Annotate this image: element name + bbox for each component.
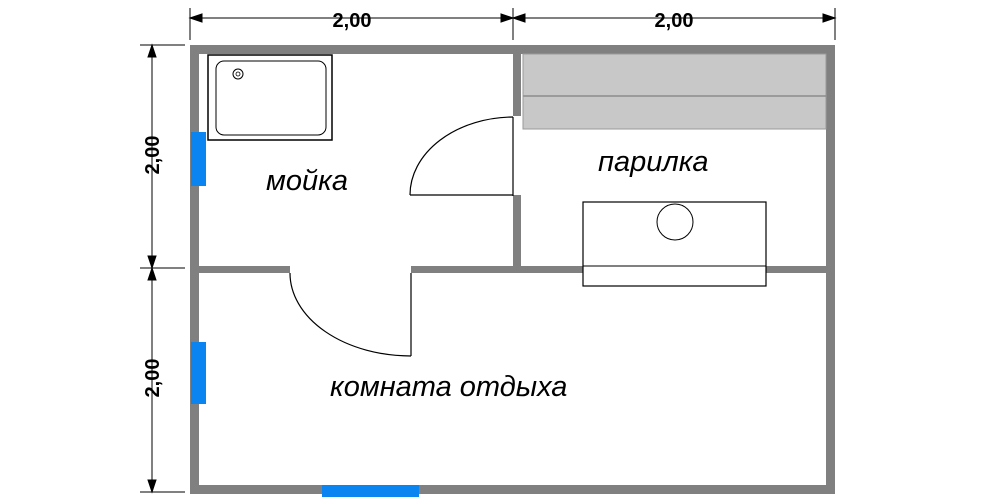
windows [191, 132, 419, 497]
room-label-steam-room: парилка [598, 146, 709, 178]
outer-wall-bottom [190, 485, 835, 494]
room-label-rest-room: комната отдыха [330, 371, 567, 403]
inner-wall-vertical-lower [513, 195, 521, 273]
outer-wall-right [826, 45, 835, 494]
stove [582, 201, 767, 287]
dimension-label-top-left: 2,00 [333, 10, 372, 32]
dimension-label-top-right: 2,00 [655, 10, 694, 32]
dimension-label-left-upper: 2,00 [142, 136, 164, 175]
room-label-washroom: мойка [266, 165, 348, 197]
outer-wall-left [190, 45, 199, 494]
inner-wall-vertical-upper [513, 54, 521, 116]
inner-wall-horizontal-middle [411, 266, 521, 273]
inner-wall-horizontal-left [199, 266, 290, 273]
window-rest-room-left [191, 342, 206, 404]
stove-tank-icon [656, 203, 694, 241]
steam-room-bench [522, 53, 827, 130]
dimension-label-left-lower: 2,00 [142, 359, 164, 398]
door-rest-room-swing [289, 272, 412, 357]
dimension-lines [140, 8, 837, 494]
shower-drain-icon [232, 68, 244, 80]
window-washroom [191, 132, 206, 186]
shower-tray [207, 54, 333, 141]
outer-wall-top [190, 45, 835, 54]
window-rest-room-bottom [322, 485, 419, 497]
door-steam-room-swing [409, 116, 514, 196]
doors [289, 116, 514, 357]
